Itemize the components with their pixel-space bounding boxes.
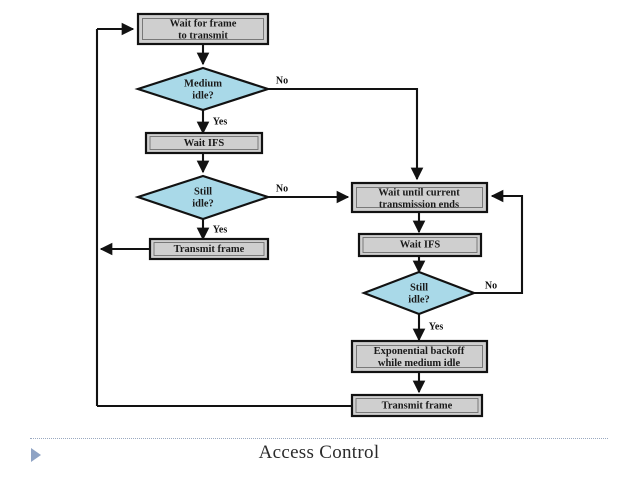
node-transmit-frame-left-label: Transmit frame bbox=[174, 244, 245, 255]
node-wait-until-current: Wait until current transmission ends bbox=[350, 181, 489, 214]
flowchart-svg: Wait for frame to transmit Medium idle? … bbox=[95, 12, 524, 418]
edge-stillidleright-no bbox=[474, 189, 524, 295]
edge-label-still-idle-right-no: No bbox=[485, 280, 497, 291]
triangle-right-icon bbox=[31, 448, 41, 462]
node-medium-idle-line1: Medium bbox=[184, 78, 222, 89]
node-still-idle-right-line2: idle? bbox=[408, 294, 430, 305]
edge-label-medium-idle-no: No bbox=[276, 75, 288, 86]
node-medium-idle-line2: idle? bbox=[192, 90, 214, 101]
node-exponential-backoff-line2: while medium idle bbox=[378, 358, 461, 369]
edge-mediumidle-no bbox=[268, 87, 424, 181]
node-exponential-backoff: Exponential backoff while medium idle bbox=[350, 339, 489, 374]
node-still-idle-left-line2: idle? bbox=[192, 198, 214, 209]
node-wait-for-frame-line2: to transmit bbox=[178, 30, 228, 41]
caption-title: Access Control bbox=[258, 442, 380, 463]
node-wait-ifs-left: Wait IFS bbox=[144, 131, 264, 155]
node-transmit-frame-bottom-label: Transmit frame bbox=[382, 400, 453, 411]
connectors bbox=[95, 22, 524, 408]
edge-label-still-idle-left-yes: Yes bbox=[213, 224, 228, 235]
node-wait-for-frame: Wait for frame to transmit bbox=[136, 12, 270, 46]
node-transmit-frame-bottom: Transmit frame bbox=[350, 393, 484, 418]
node-wait-ifs-right: Wait IFS bbox=[357, 232, 483, 258]
node-transmit-frame-left: Transmit frame bbox=[148, 237, 270, 261]
edge-labels: No Yes No Yes No Yes bbox=[213, 75, 497, 332]
node-still-idle-left: Still idle? bbox=[134, 174, 272, 221]
edge-label-medium-idle-yes: Yes bbox=[213, 116, 228, 127]
caption-band: Access Control bbox=[0, 428, 638, 478]
node-exponential-backoff-line1: Exponential backoff bbox=[374, 346, 465, 357]
node-wait-ifs-left-label: Wait IFS bbox=[184, 138, 225, 149]
node-wait-for-frame-line1: Wait for frame bbox=[170, 18, 237, 29]
caption-divider bbox=[30, 438, 608, 439]
flowchart-figure: Wait for frame to transmit Medium idle? … bbox=[95, 12, 524, 418]
node-still-idle-right: Still idle? bbox=[360, 270, 478, 316]
edge-label-still-idle-left-no: No bbox=[276, 183, 288, 194]
node-wait-ifs-right-label: Wait IFS bbox=[400, 239, 441, 250]
edge-label-still-idle-right-yes: Yes bbox=[429, 321, 444, 332]
node-still-idle-left-line1: Still bbox=[194, 186, 212, 197]
node-still-idle-right-line1: Still bbox=[410, 282, 428, 293]
node-medium-idle: Medium idle? bbox=[134, 66, 272, 112]
node-wait-until-current-line2: transmission ends bbox=[379, 199, 459, 210]
node-wait-until-current-line1: Wait until current bbox=[378, 187, 460, 198]
